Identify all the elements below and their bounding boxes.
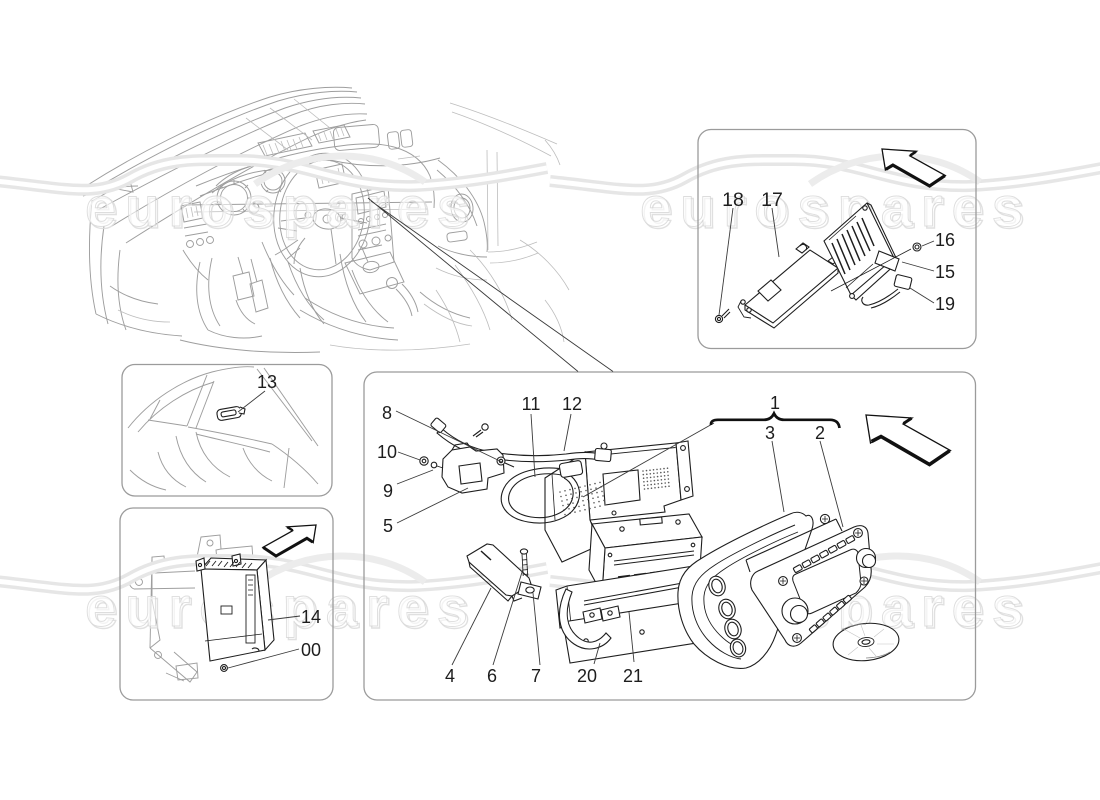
svg-text:15: 15	[935, 262, 955, 282]
svg-text:00: 00	[301, 640, 321, 660]
svg-text:6: 6	[487, 666, 497, 686]
svg-text:12: 12	[562, 394, 582, 414]
svg-text:13: 13	[257, 372, 277, 392]
svg-text:17: 17	[761, 189, 783, 211]
svg-text:2: 2	[815, 423, 825, 443]
svg-text:9: 9	[383, 481, 393, 501]
svg-text:1: 1	[770, 393, 780, 413]
svg-text:8: 8	[382, 403, 392, 423]
svg-text:11: 11	[522, 394, 541, 414]
svg-text:7: 7	[531, 666, 541, 686]
svg-text:21: 21	[623, 666, 643, 686]
svg-text:18: 18	[722, 189, 744, 211]
svg-text:4: 4	[445, 666, 455, 686]
svg-text:10: 10	[377, 442, 397, 462]
svg-text:3: 3	[765, 423, 775, 443]
svg-text:14: 14	[301, 607, 321, 627]
svg-text:5: 5	[383, 516, 393, 536]
svg-text:16: 16	[935, 230, 955, 250]
svg-text:20: 20	[577, 666, 597, 686]
svg-text:19: 19	[935, 294, 955, 314]
